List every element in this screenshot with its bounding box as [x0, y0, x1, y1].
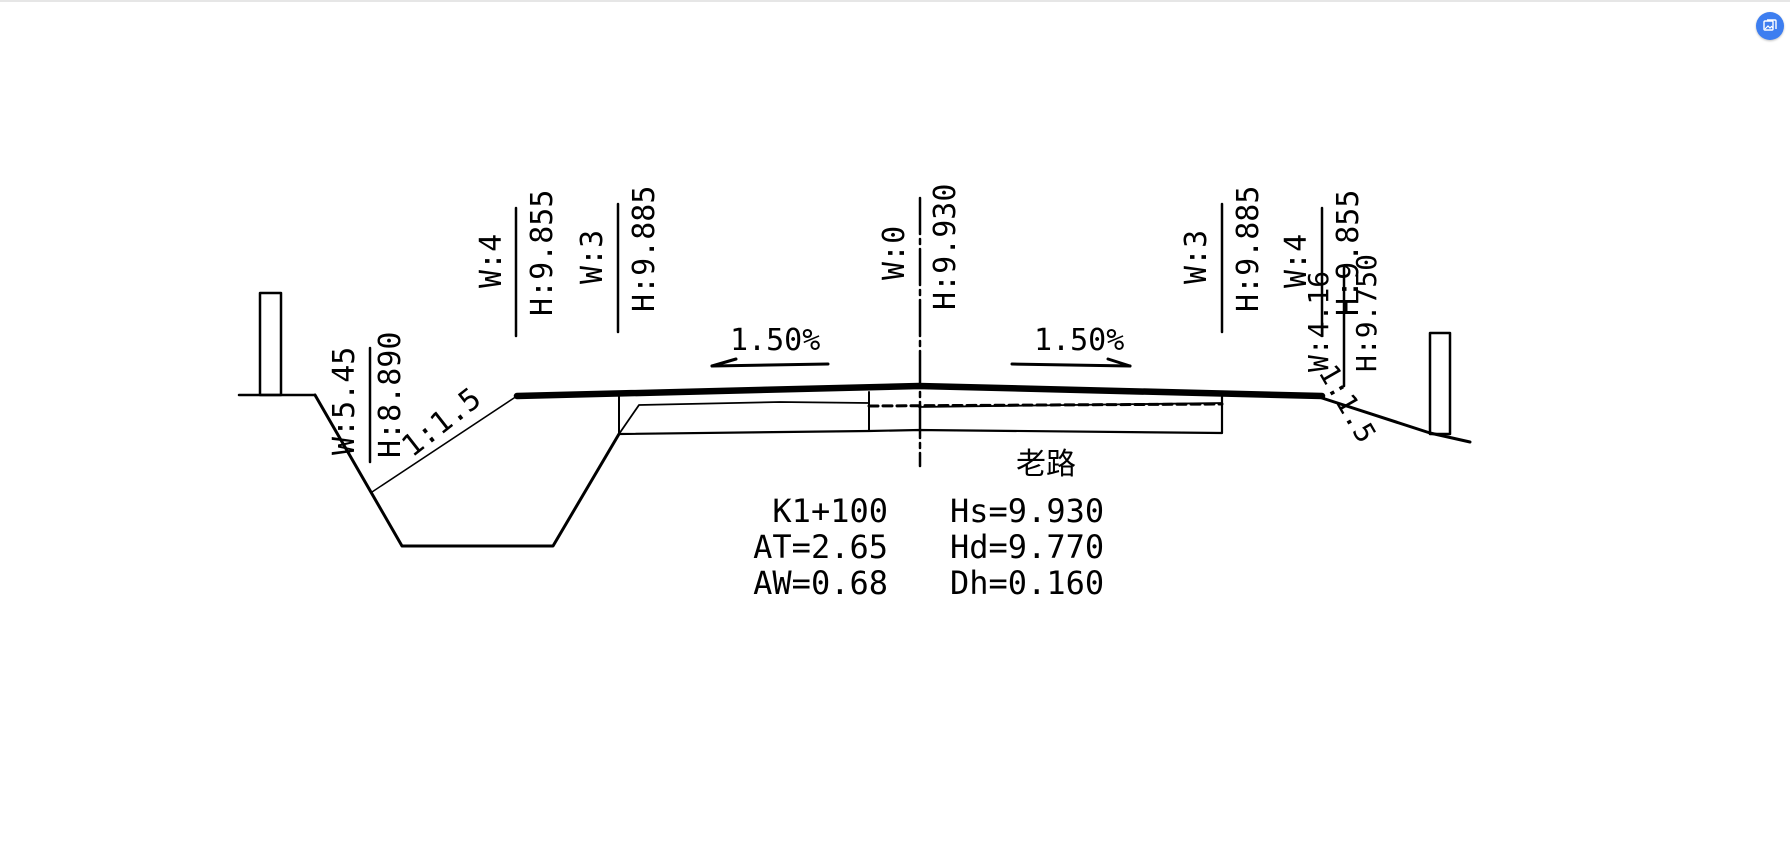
left-ditch-h-label: H:8.890 [373, 332, 408, 458]
hs-label: Hs=9.930 [950, 492, 1104, 530]
right-crossfall-arrowhead [1106, 357, 1132, 368]
right-slope-h-label: H:9.750 [1350, 254, 1383, 372]
left-ditch-outline [313, 393, 621, 548]
left-shoulder-w-label: W:4 [474, 234, 509, 288]
left-edge-h-label: H:9.885 [627, 186, 662, 312]
hd-label: Hd=9.770 [950, 528, 1104, 566]
right-shoulder-w-label: W:4 [1279, 234, 1314, 288]
left-edge-w-label: W:3 [575, 230, 610, 284]
gallery-icon [1763, 19, 1777, 31]
old-road-dashed-surface [867, 402, 1224, 408]
left-crossfall-label: 1.50% [730, 323, 820, 358]
centerline-h-label: H:9.930 [928, 184, 963, 310]
right-crossfall-label: 1.50% [1034, 323, 1124, 358]
centerline-w-label: W:0 [877, 226, 912, 280]
right-slope-w-label: W:4.16 [1302, 271, 1335, 372]
right-edge-w-label: W:3 [1179, 230, 1214, 284]
right-shoulder-h-label: H:9.855 [1331, 190, 1366, 316]
pavement-layer-line [618, 401, 870, 435]
right-crossfall-arrow-shaft [1010, 362, 1132, 368]
left-crossfall-arrowhead [710, 357, 738, 368]
left-shoulder-h-label: H:9.855 [525, 190, 560, 316]
old-road-label: 老路 [1016, 447, 1076, 482]
left-boundary-post [258, 291, 283, 397]
right-edge-h-label: H:9.885 [1231, 186, 1266, 312]
dh-label: Dh=0.160 [950, 564, 1104, 602]
aw-label: AW=0.68 [753, 564, 888, 602]
left-fill-slope [371, 395, 518, 493]
station-label: K1+100 [772, 492, 888, 530]
gallery-button[interactable] [1756, 12, 1784, 40]
left-ditch-w-label: W:5.45 [327, 347, 362, 455]
top-border [0, 0, 1790, 2]
at-label: AT=2.65 [753, 528, 888, 566]
right-boundary-post [1428, 331, 1452, 436]
left-crossfall-arrow-shaft [710, 362, 830, 368]
left-ditch-slope-label: 1:1.5 [395, 381, 488, 464]
